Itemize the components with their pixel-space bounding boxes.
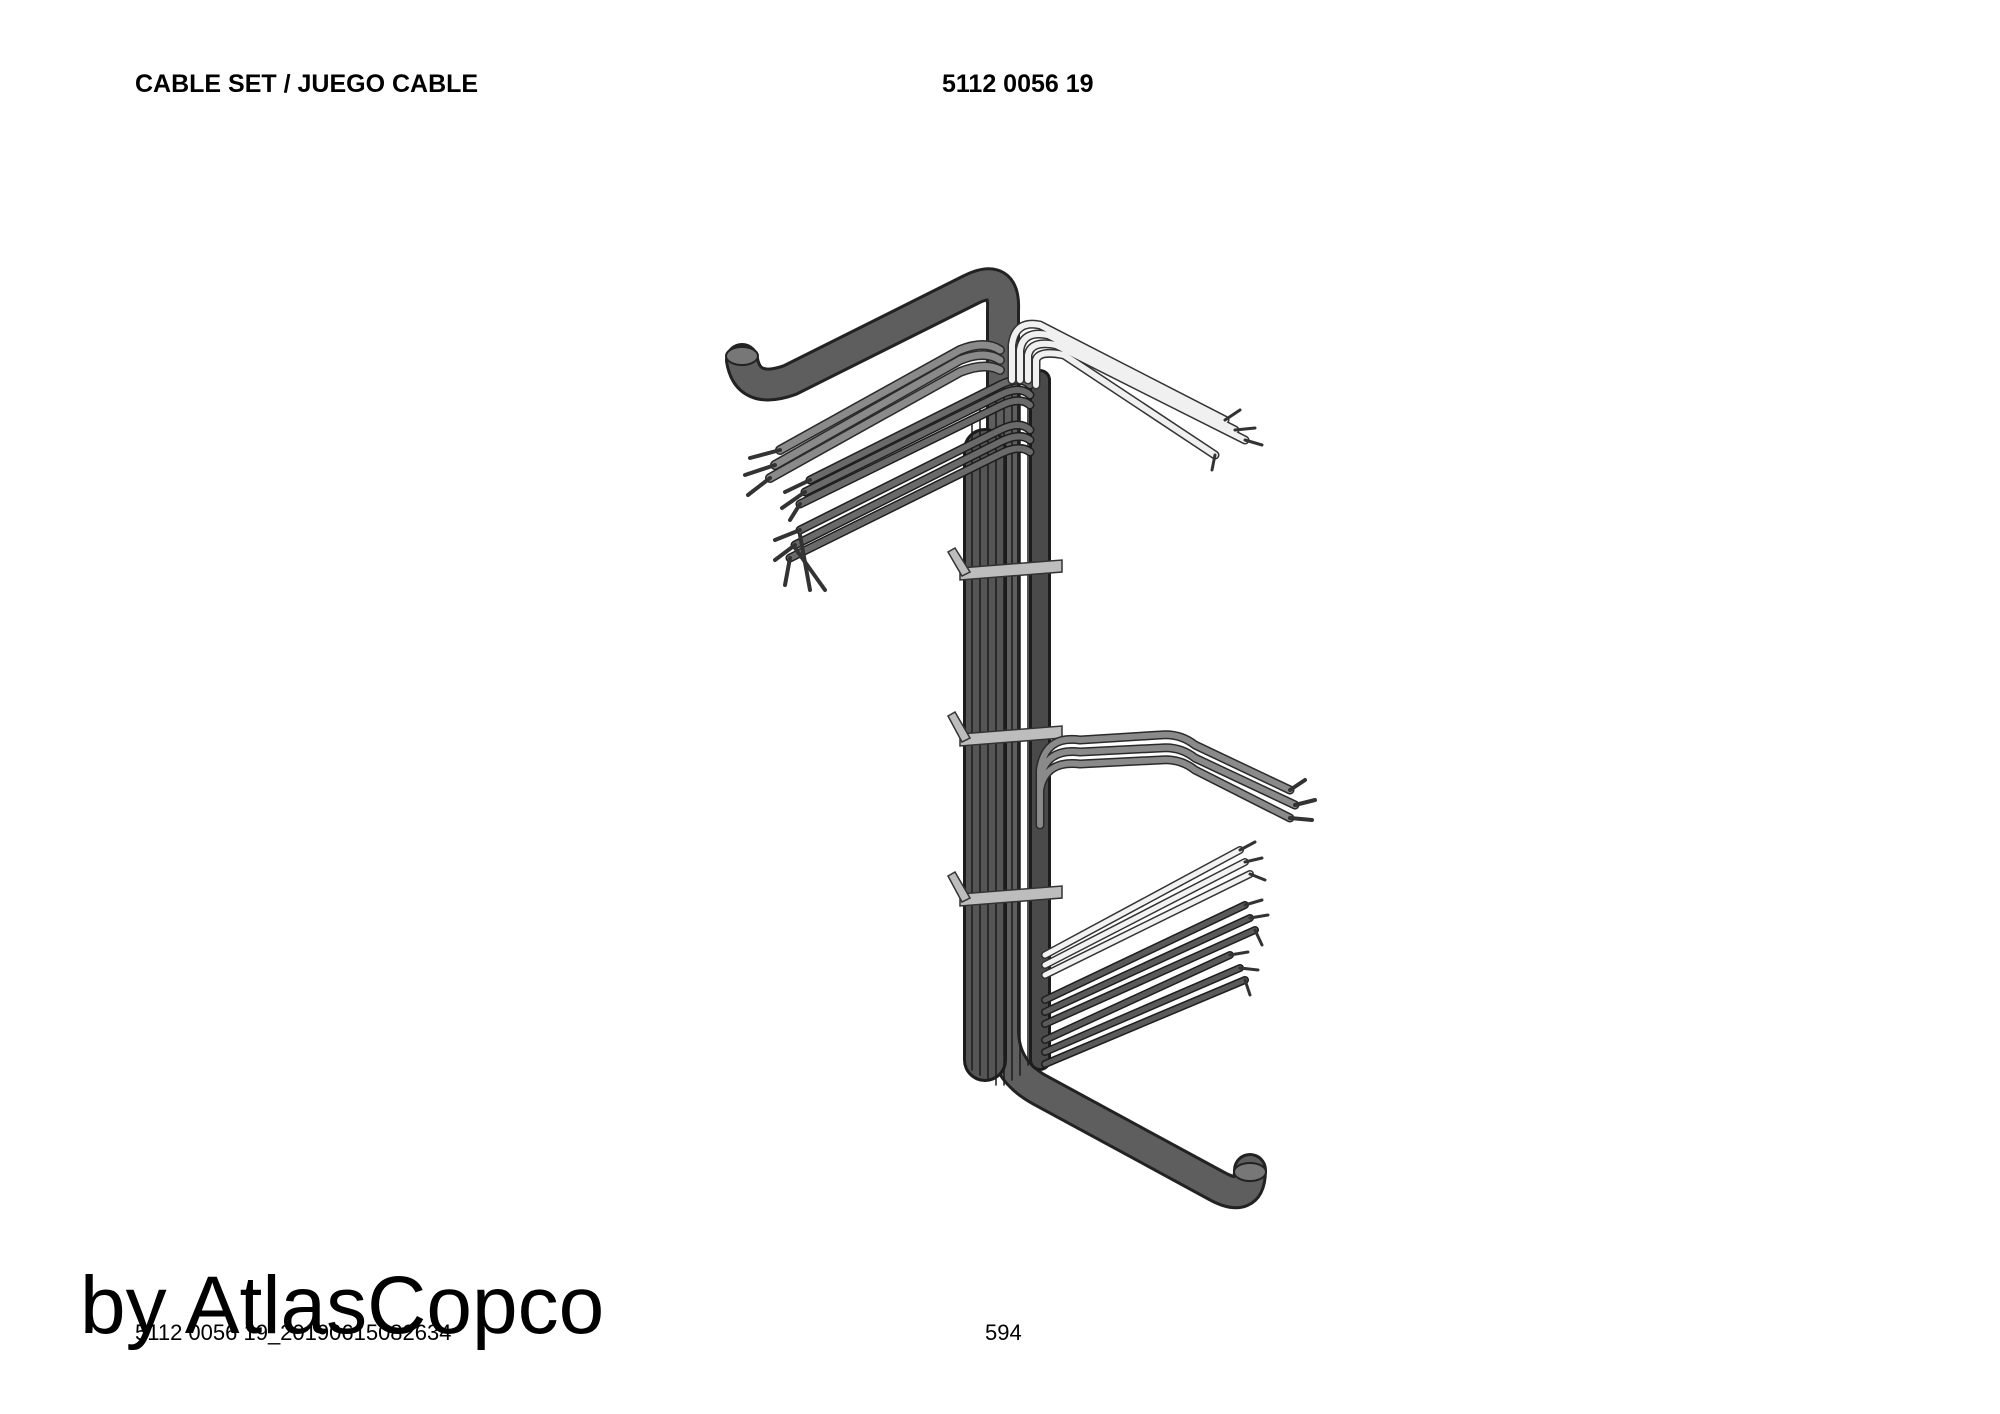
file-reference: 5112 0056 19_20190615082634	[135, 1320, 452, 1345]
part-number: 5112 0056 19	[942, 70, 1094, 98]
main-conduit	[725, 267, 1267, 1210]
upper-left-branch	[743, 340, 1035, 592]
vertical-cable-bundle	[963, 369, 1051, 1086]
lower-right-branch	[1035, 730, 1317, 830]
document-title: CABLE SET / JUEGO CABLE	[135, 70, 479, 98]
page-number: 594	[985, 1320, 1022, 1345]
lower-fan-branch	[1041, 840, 1270, 1068]
watermark-text: by AtlasCopco	[80, 1260, 605, 1351]
cable-ties	[946, 546, 1063, 907]
upper-right-branch	[1007, 319, 1264, 472]
